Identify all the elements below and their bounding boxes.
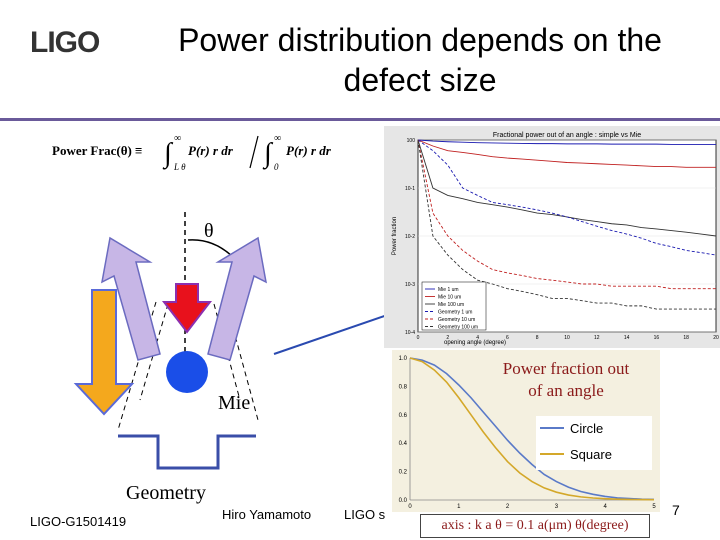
formula-den-upper: ∞ xyxy=(274,133,281,144)
power-fraction-caption-line-1: Power fraction out xyxy=(502,359,630,378)
formula-num-lower: L θ xyxy=(173,162,186,172)
title-line-1: Power distribution depends on the xyxy=(178,22,662,58)
top-y-tick-label: 10-4 xyxy=(405,330,415,336)
legend-square-label: Square xyxy=(570,447,612,462)
header-divider xyxy=(0,118,720,121)
top-y-tick-label: 100 xyxy=(407,138,416,144)
top-chart-series xyxy=(417,139,717,310)
top-chart-ylabel: Power fraction xyxy=(392,217,398,255)
top-chart: Fractional power out of an angle : simpl… xyxy=(384,126,720,348)
bottom-x-tick-label: 0 xyxy=(408,504,412,510)
bottom-x-tick-label: 5 xyxy=(652,504,656,510)
formula-divide-slash xyxy=(249,135,259,169)
scattering-diagram xyxy=(73,212,268,470)
bottom-x-tick-label: 3 xyxy=(555,504,559,510)
geometry-defect-outline xyxy=(118,434,256,470)
top-x-tick-label: 2 xyxy=(446,335,449,341)
power-fraction-caption: Power fraction out of an angle xyxy=(496,358,636,402)
top-x-tick-label: 20 xyxy=(713,335,719,341)
bottom-y-tick-label: 0.8 xyxy=(399,384,408,390)
top-x-tick-label: 10 xyxy=(564,335,570,341)
top-series-line-5 xyxy=(417,139,716,310)
top-chart-xlabel: opening angle (degree) xyxy=(444,340,506,346)
top-series-line-0 xyxy=(417,139,716,145)
geometry-arrow xyxy=(73,289,135,416)
bottom-y-tick-label: 0.0 xyxy=(399,498,408,504)
scattered-arrow-right xyxy=(207,236,268,361)
top-y-tick-label: 10-3 xyxy=(405,282,415,288)
top-y-tick-label: 10-2 xyxy=(405,234,415,240)
bottom-x-tick-label: 4 xyxy=(604,504,608,510)
bottom-series-line-0 xyxy=(409,357,655,501)
top-legend-label: Mie 100 um xyxy=(438,302,464,308)
footer-doc-id: LIGO-G1501419 xyxy=(30,514,127,529)
top-legend-label: Geometry 10 um xyxy=(438,317,475,323)
top-legend-label: Mie 1 um xyxy=(438,287,459,293)
slide-title: Power distribution depends on the defect… xyxy=(120,20,720,100)
top-chart-legend-box xyxy=(421,281,487,331)
geometry-label: Geometry xyxy=(126,482,206,504)
mie-label: Mie xyxy=(218,392,251,414)
footer-mid-text: LIGO s xyxy=(344,507,386,522)
top-x-tick-label: 18 xyxy=(683,335,689,341)
formula-num-upper: ∞ xyxy=(174,133,181,144)
bottom-chart-ticks: 0.0 0.2 0.4 0.6 0.8 1.0 0 1 2 3 4 5 xyxy=(399,356,657,510)
formula-num-body: P(r) r dr xyxy=(188,143,234,158)
top-x-tick-label: 0 xyxy=(417,335,420,341)
formula-den-lower: 0 xyxy=(274,162,279,172)
top-x-tick-label: 6 xyxy=(506,335,509,341)
top-x-tick-label: 14 xyxy=(624,335,630,341)
top-legend-label: Geometry 1 um xyxy=(438,310,472,316)
bottom-x-tick-label: 2 xyxy=(506,504,510,510)
formula-integral-num: ∫ xyxy=(162,138,174,170)
top-series-line-3 xyxy=(417,139,717,256)
formula-den-body: P(r) r dr xyxy=(286,143,332,158)
bottom-y-tick-label: 0.2 xyxy=(399,470,408,476)
title-line-2: defect size xyxy=(343,62,497,98)
top-x-tick-label: 4 xyxy=(476,335,479,341)
power-fraction-caption-line-2: of an angle xyxy=(528,381,604,400)
ligo-logo: LIGO xyxy=(30,26,100,59)
bottom-y-tick-label: 0.4 xyxy=(399,441,408,447)
theta-label: θ xyxy=(204,220,214,242)
legend-circle-label: Circle xyxy=(570,421,603,436)
formula-lhs: Power Frac(θ) ≡ xyxy=(52,143,142,158)
power-fraction-formula: Power Frac(θ) ≡ ∫ ∞ L θ P(r) r dr ∫ ∞ 0 … xyxy=(52,133,332,172)
bottom-chart-legend: Circle Square xyxy=(536,416,652,470)
scattered-arrow-left xyxy=(100,236,161,361)
bottom-y-tick-label: 0.6 xyxy=(399,413,408,419)
top-x-tick-label: 12 xyxy=(594,335,600,341)
pointer-arrow-line xyxy=(273,311,397,355)
bottom-x-tick-label: 1 xyxy=(457,504,461,510)
top-series-line-1 xyxy=(417,139,716,168)
top-x-tick-label: 8 xyxy=(536,335,539,341)
top-y-tick-label: 10-1 xyxy=(405,186,415,192)
scattering-particle xyxy=(166,351,208,393)
top-x-tick-label: 16 xyxy=(654,335,660,341)
formula-integral-den: ∫ xyxy=(262,138,274,170)
top-legend-label: Mie 10 um xyxy=(438,295,461,301)
page-number: 7 xyxy=(672,502,680,518)
top-legend-label: Geometry 100 um xyxy=(438,325,478,331)
bottom-chart-series xyxy=(409,357,655,501)
incident-arrow xyxy=(161,283,213,334)
footer-author: Hiro Yamamoto xyxy=(222,507,312,522)
bottom-y-tick-label: 1.0 xyxy=(399,356,408,362)
top-chart-title: Fractional power out of an angle : simpl… xyxy=(493,132,641,139)
axis-note: axis : k a θ = 0.1 a(μm) θ(degree) xyxy=(420,514,650,538)
bottom-series-line-1 xyxy=(409,357,655,501)
